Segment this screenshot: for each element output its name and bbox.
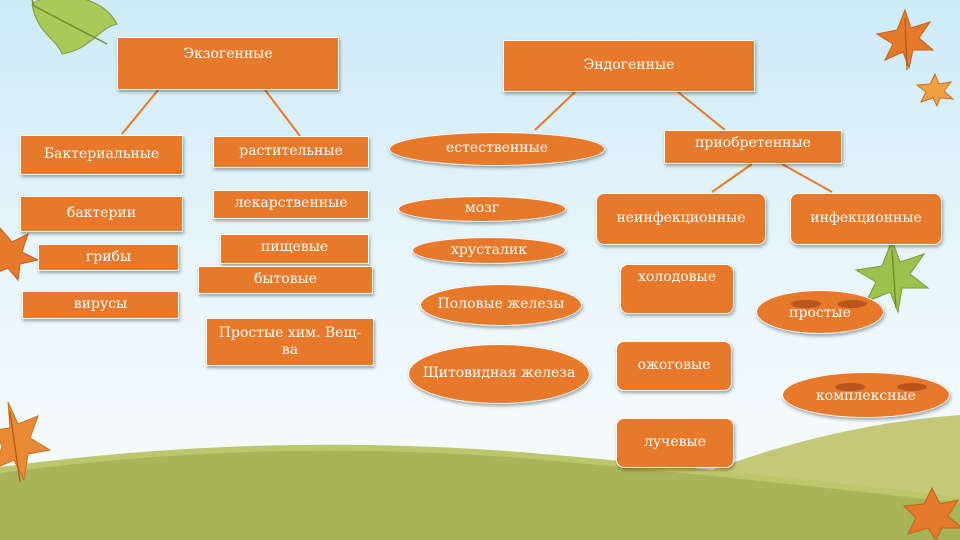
connector-exo-plant <box>264 89 301 137</box>
connector-acquired-infectious <box>781 163 833 193</box>
node-infectious: инфекционные <box>790 193 942 245</box>
node-burn: ожоговые <box>616 341 732 391</box>
face-eye-right-2 <box>897 383 927 391</box>
node-gonads: Половые железы <box>420 284 582 326</box>
node-endogenous: Эндогенные <box>503 40 755 92</box>
node-household: бытовые <box>198 266 373 294</box>
node-cold: холодовые <box>620 264 734 314</box>
node-plant: растительные <box>213 136 369 168</box>
node-medicinal: лекарственные <box>213 190 369 219</box>
node-bacterial: Бактериальные <box>20 135 183 175</box>
node-simple: простые <box>756 290 884 334</box>
face-eye-left-2 <box>835 383 865 391</box>
node-food: пищевые <box>220 234 369 264</box>
node-thyroid: Щитовидная железа <box>408 344 590 404</box>
leaf-icon-orange-left <box>0 227 40 282</box>
connector-acquired-noninfectious <box>711 163 753 193</box>
connector-endo-natural <box>534 91 576 131</box>
node-simple-chemicals: Простые хим. Вещ-ва <box>206 318 374 366</box>
node-exogenous: Экзогенные <box>117 37 339 90</box>
leaf-icon-orange <box>875 8 935 71</box>
node-viruses: вирусы <box>22 291 179 319</box>
node-lens: хрусталик <box>412 237 566 264</box>
leaf-icon-green-right <box>854 238 930 314</box>
node-complex: комплексные <box>782 372 950 418</box>
node-complex-label: комплексные <box>816 388 916 405</box>
face-eye-right <box>837 300 867 308</box>
node-acquired: приобретенные <box>664 130 842 164</box>
node-brain: мозг <box>398 196 566 222</box>
leaf-icon-orange-bottom <box>0 401 52 483</box>
leaf-icon-orange-small <box>915 72 955 108</box>
node-natural: естественные <box>389 132 605 166</box>
connector-exo-bacterial <box>121 89 159 135</box>
face-eye-left <box>791 300 821 308</box>
node-noninfectious: неинфекционные <box>596 193 766 245</box>
leaf-icon-green <box>31 0 118 55</box>
leaf-icon-orange-corner <box>902 486 960 540</box>
node-bacteria: бактерии <box>20 196 183 232</box>
node-radiation: лучевые <box>616 418 734 468</box>
connector-endo-acquired <box>677 91 726 131</box>
hill-front <box>0 447 960 540</box>
hill-highlight <box>0 444 960 503</box>
node-simple-label: простые <box>789 305 851 322</box>
node-fungi: грибы <box>38 244 179 271</box>
